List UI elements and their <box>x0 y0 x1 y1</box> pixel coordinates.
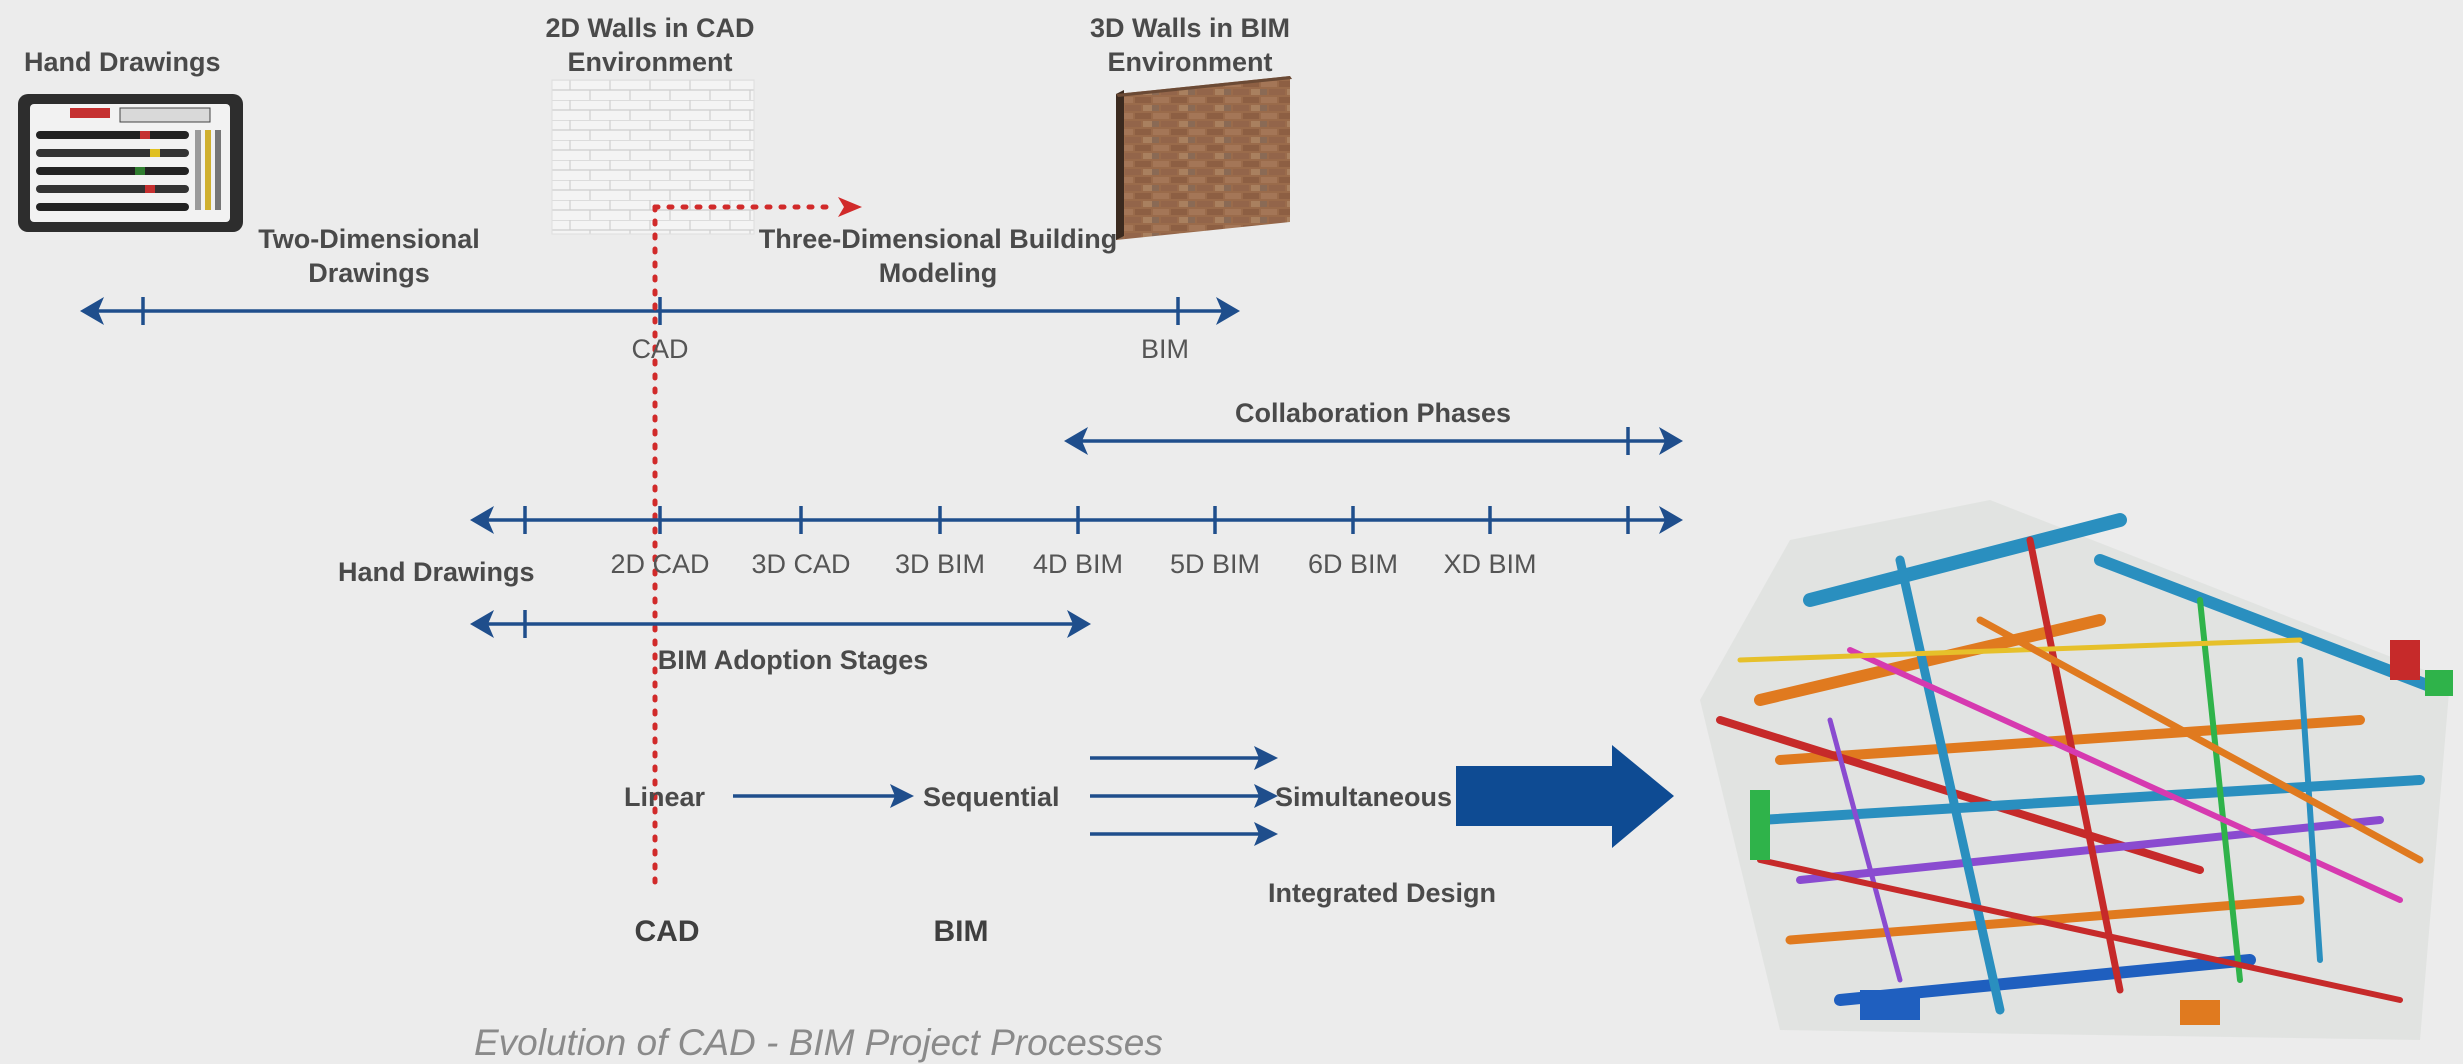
stage-label-3d-bim: 3D BIM <box>894 549 986 579</box>
cad-bottom-label: CAD <box>634 915 700 948</box>
bim-bottom-label: BIM <box>933 915 989 948</box>
stage-label-xd-bim: XD BIM <box>1443 549 1537 579</box>
stage-label-2d-cad: 2D CAD <box>610 549 710 579</box>
simultaneous-label: Simultaneous <box>1275 782 1453 812</box>
stage-label-4d-bim: 4D BIM <box>1032 549 1124 579</box>
stage-label-5d-bim: 5D BIM <box>1169 549 1261 579</box>
bim-adoption-stages-label: BIM Adoption Stages <box>657 645 929 675</box>
three-dimensional-line2: Modeling <box>878 258 998 288</box>
stage-label-6d-bim: 6D BIM <box>1307 549 1399 579</box>
collaboration-phases-label: Collaboration Phases <box>1234 398 1512 428</box>
three-dimensional-label: Three-Dimensional Building Modeling <box>759 222 1118 290</box>
three-dimensional-line1: Three-Dimensional Building <box>758 224 1118 254</box>
red-dotted-connector <box>652 204 839 893</box>
drafting-pen-set-image <box>18 94 243 232</box>
figure-caption: Evolution of CAD - BIM Project Processes <box>474 1022 1163 1063</box>
adoption-arrow <box>470 610 1091 638</box>
integrated-design-label: Integrated Design <box>1268 878 1497 908</box>
top-axis-label-bim: BIM <box>1140 334 1190 364</box>
two-dimensional-line1: Two-Dimensional <box>258 224 480 254</box>
collaboration-arrow <box>1064 427 1683 455</box>
two-dimensional-line2: Drawings <box>308 258 430 288</box>
hand-drawings-title: Hand Drawings <box>24 47 221 77</box>
bim-walls-title-line2: Environment <box>1107 47 1273 77</box>
two-dimensional-label: Two-Dimensional Drawings <box>258 222 480 290</box>
bim-walls-title: 3D Walls in BIM Environment <box>1090 11 1290 79</box>
cad-walls-title: 2D Walls in CAD Environment <box>545 11 754 79</box>
process-arrows <box>733 746 1278 846</box>
hand-drawings-stage-label: Hand Drawings <box>338 557 535 587</box>
brick-wall-3d-image <box>1116 76 1292 240</box>
cad-walls-title-line2: Environment <box>567 47 733 77</box>
bim-mep-model-image <box>1700 500 2453 1040</box>
top-timeline <box>80 297 1240 325</box>
linear-label: Linear <box>624 782 706 812</box>
stage-label-3d-cad: 3D CAD <box>751 549 851 579</box>
big-arrow <box>1456 745 1674 848</box>
cad-walls-title-line1: 2D Walls in CAD <box>545 13 755 43</box>
top-axis-label-cad: CAD <box>631 334 689 364</box>
bim-walls-title-line1: 3D Walls in BIM <box>1089 13 1291 43</box>
middle-timeline <box>470 506 1683 534</box>
red-arrowhead <box>838 197 862 217</box>
sequential-label: Sequential <box>923 782 1060 812</box>
